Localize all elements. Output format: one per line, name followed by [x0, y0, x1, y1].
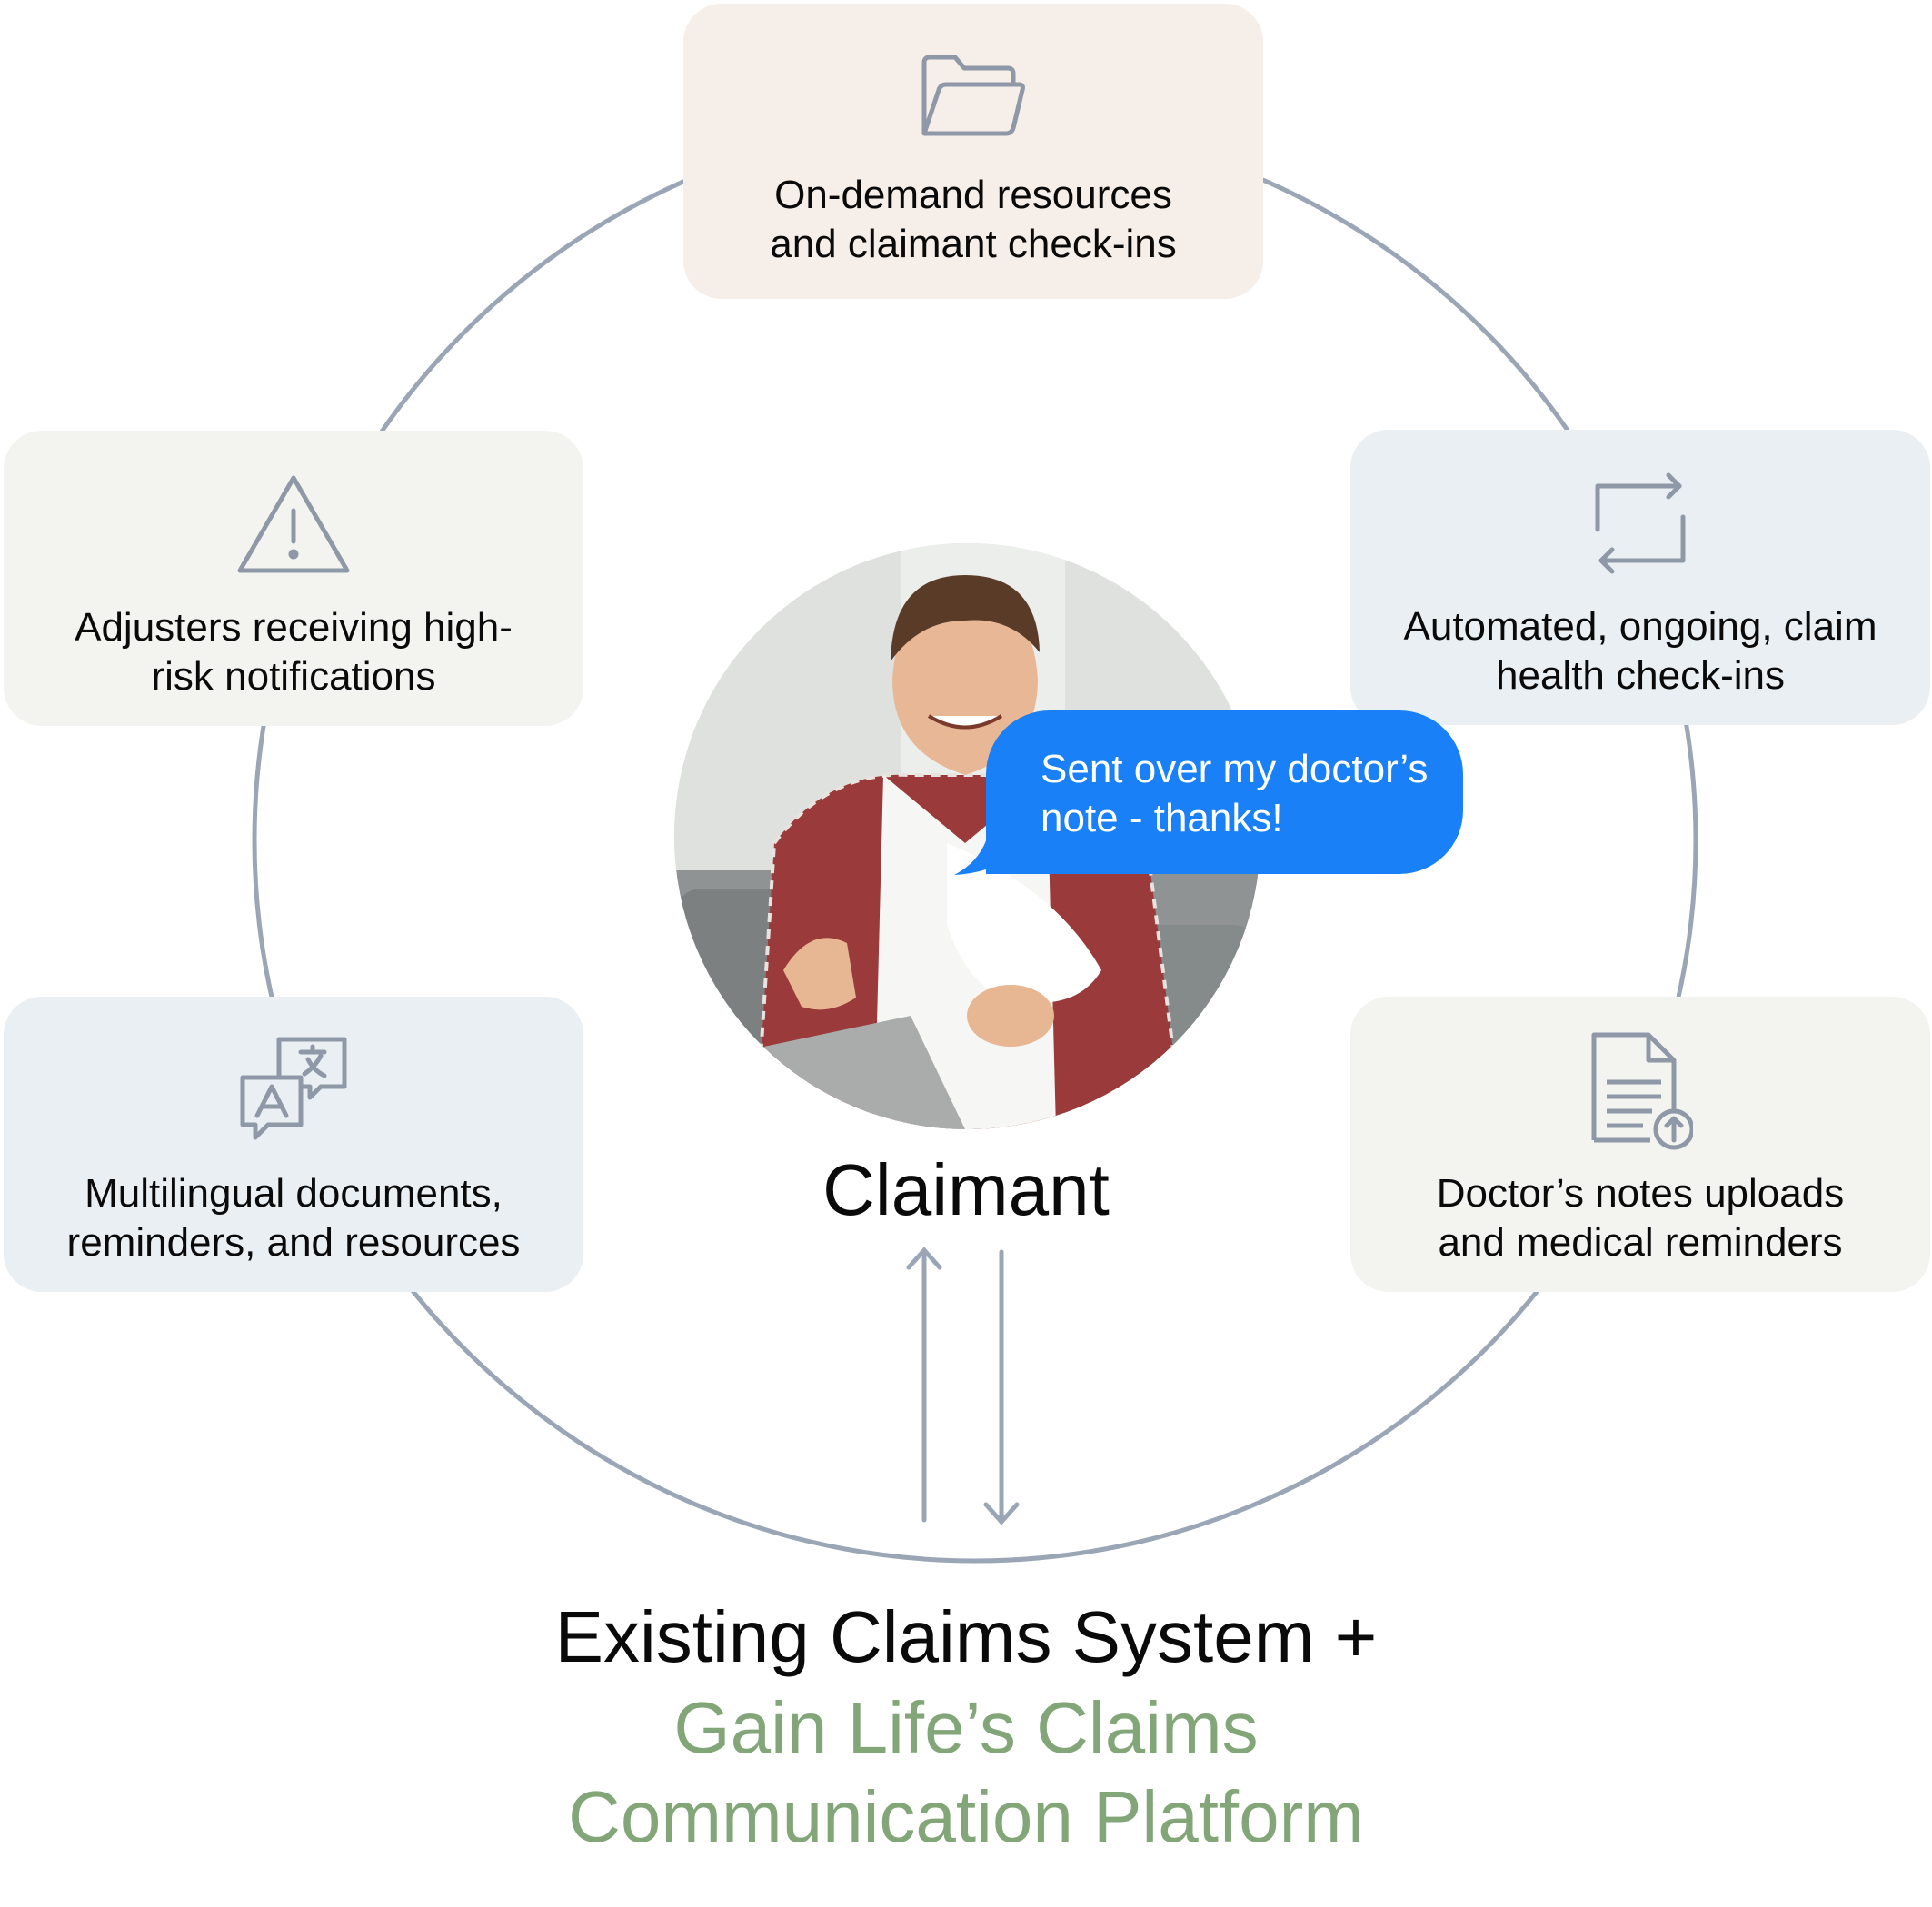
down-arrow	[983, 1249, 1020, 1525]
existing-system-title: Existing Claims System +	[554, 1596, 1378, 1677]
platform-title-line-2: Communication Platform	[568, 1776, 1364, 1857]
card-on-demand-resources: On-demand resources and claimant check-i…	[683, 4, 1263, 299]
card-high-risk-notifications: Adjusters receiving high- risk notificat…	[4, 431, 583, 726]
card-label: Adjusters receiving high- risk notificat…	[75, 605, 513, 699]
warning-triangle-icon	[234, 465, 353, 583]
card-label: Doctor’s notes uploads and medical remin…	[1436, 1171, 1845, 1265]
card-doctors-notes-uploads: Doctor’s notes uploads and medical remin…	[1350, 997, 1930, 1292]
folder-icon	[914, 38, 1032, 156]
card-label: Multilingual documents, reminders, and r…	[66, 1171, 521, 1265]
card-multilingual-documents: Multilingual documents, reminders, and r…	[4, 997, 583, 1292]
document-upload-icon	[1581, 1031, 1699, 1149]
card-automated-check-ins: Automated, ongoing, claim health check-i…	[1350, 430, 1930, 725]
claimant-label: Claimant	[822, 1149, 1110, 1230]
card-label: Automated, ongoing, claim health check-i…	[1403, 604, 1877, 698]
card-label: On-demand resources and claimant check-i…	[770, 173, 1177, 266]
claimant-photo	[674, 543, 1260, 1129]
repeat-arrows-icon	[1581, 464, 1699, 582]
platform-title-line-1: Gain Life’s Claims	[673, 1687, 1259, 1768]
up-arrow	[906, 1247, 942, 1523]
translate-icon	[234, 1031, 353, 1149]
message-text: Sent over my doctor’s note - thanks!	[1041, 747, 1429, 840]
message-bubble: Sent over my doctor’s note - thanks!	[986, 710, 1463, 874]
